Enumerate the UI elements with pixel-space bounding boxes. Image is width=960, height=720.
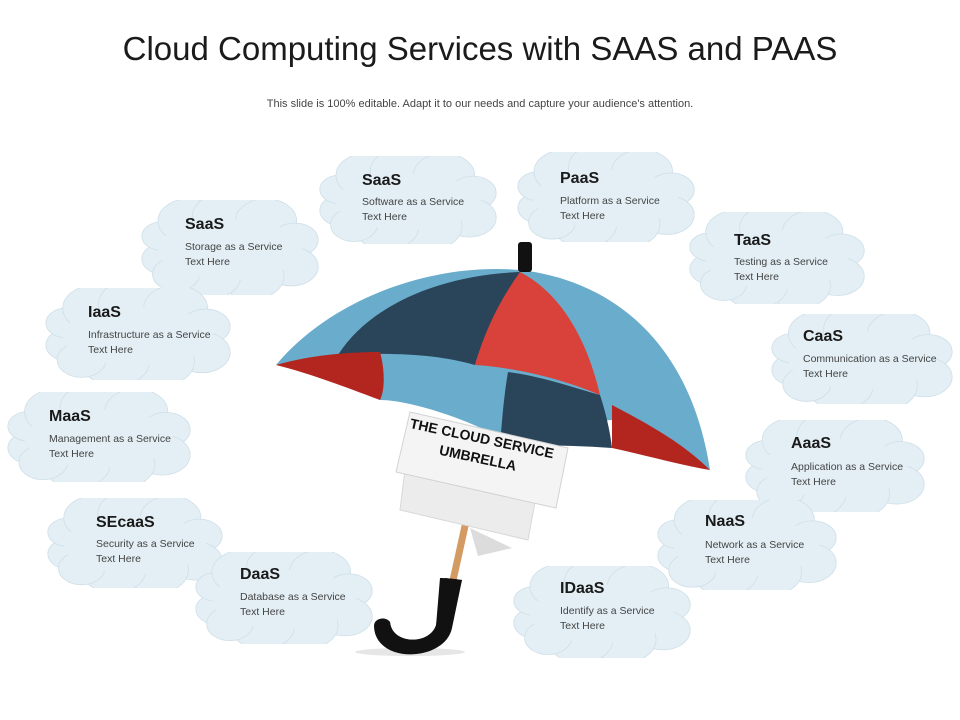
umbrella-grip-fill (374, 578, 462, 655)
cloud-icon (657, 500, 837, 590)
cloud-icon (45, 288, 231, 380)
service-name: IDaaS (560, 580, 605, 597)
page-subtitle: This slide is 100% editable. Adapt it to… (266, 98, 694, 110)
service-name: IaaS (88, 304, 121, 321)
canopy-panel-navy (338, 272, 520, 365)
service-name: SEcaaS (96, 514, 155, 531)
cloud-icon (319, 156, 497, 244)
cloud-icon (7, 392, 191, 482)
cloud-icon (517, 152, 695, 242)
service-name: DaaS (240, 566, 281, 583)
canopy-panel-red-left (276, 352, 384, 400)
service-name: SaaS (362, 172, 402, 189)
service-name: NaaS (705, 513, 746, 530)
cloud-icon (47, 498, 223, 588)
service-name: TaaS (734, 232, 772, 249)
service-name: AaaS (791, 435, 832, 452)
cloud-icon (689, 212, 865, 304)
cloud-icon (513, 566, 691, 658)
service-name: SaaS (185, 216, 225, 233)
page-title: Cloud Computing Services with SAAS and P… (122, 30, 838, 67)
service-name: PaaS (560, 170, 600, 187)
banner-main (395, 411, 569, 509)
service-name: MaaS (49, 408, 91, 425)
cloud-icon (141, 200, 319, 295)
cloud-icon (771, 314, 953, 404)
banner-ribbon-tail (470, 528, 512, 556)
canopy-panel-red (475, 272, 600, 395)
canopy-panel-red-right (612, 405, 710, 470)
canopy-panel-navy-lower (500, 372, 612, 448)
service-name: CaaS (803, 328, 844, 345)
cloud-icon (745, 420, 925, 512)
umbrella-tip (518, 242, 532, 272)
cloud-icon (195, 552, 373, 644)
